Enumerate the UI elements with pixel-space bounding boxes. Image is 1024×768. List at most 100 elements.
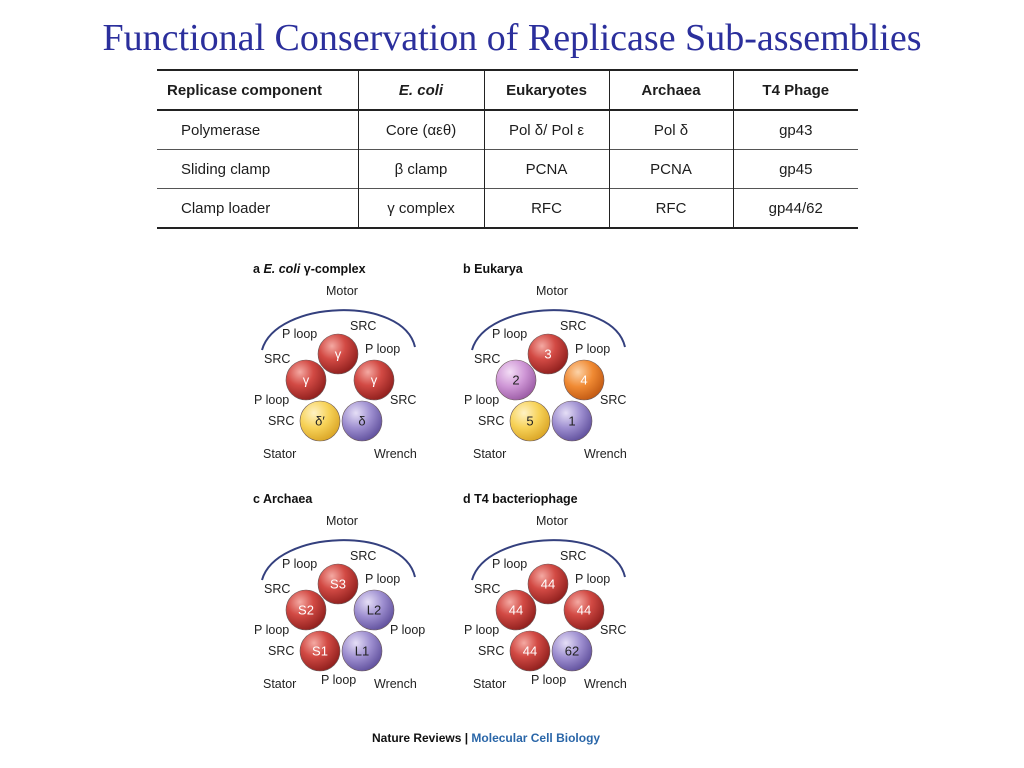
site-label: P loop	[254, 393, 289, 407]
site-label: SRC	[350, 319, 376, 333]
subunit-circle	[551, 630, 593, 672]
cell-eukaryotes: PCNA	[484, 149, 610, 189]
subunit-circle	[551, 400, 593, 442]
site-label: P loop	[575, 572, 610, 586]
cell-archaea: Pol δ	[609, 110, 734, 150]
site-label: SRC	[264, 582, 290, 596]
slide-title: Functional Conservation of Replicase Sub…	[102, 17, 922, 59]
subunit-label: L2	[367, 603, 381, 618]
site-label: P loop	[365, 572, 400, 586]
motor-label: Motor	[536, 514, 568, 528]
subunit-label: 3	[544, 347, 551, 362]
header-replicase-component: Replicase component	[157, 70, 359, 110]
subunit-circle	[353, 589, 395, 631]
subunit-label: 62	[565, 644, 579, 659]
panel-title-text: T4 bacteriophage	[474, 492, 578, 506]
header-eukaryotes: Eukaryotes	[484, 70, 610, 110]
subunit-label: 1	[568, 414, 575, 429]
motor-label: Motor	[326, 284, 358, 298]
site-label: SRC	[268, 644, 294, 658]
site-label: P loop	[492, 557, 527, 571]
cell-eukaryotes: Pol δ/ Pol ε	[484, 110, 610, 150]
cell-archaea: RFC	[609, 188, 734, 228]
subunit-circle	[495, 359, 537, 401]
stator-label: Stator	[473, 677, 506, 691]
site-label: P loop	[321, 673, 356, 687]
subunit-label: γ	[371, 373, 378, 388]
table-row: Sliding clamp β clamp PCNA PCNA gp45	[157, 149, 858, 189]
cell-t4-phage: gp44/62	[768, 199, 823, 217]
site-label: P loop	[464, 393, 499, 407]
subunit-circle	[353, 359, 395, 401]
subunit-circle	[563, 589, 605, 631]
credit-journal: Molecular Cell Biology	[471, 731, 601, 745]
site-label: P loop	[365, 342, 400, 356]
cell-t4-phage: gp45	[779, 160, 813, 178]
cell-t4-phage: gp43	[779, 121, 813, 139]
cell-component: Polymerase	[157, 110, 359, 150]
site-label: SRC	[474, 582, 500, 596]
wrench-label: Wrench	[374, 677, 417, 691]
subunit-label: S1	[312, 644, 328, 659]
site-label: P loop	[531, 673, 566, 687]
subunit-circle	[285, 359, 327, 401]
panel-title-text: Eukarya	[474, 262, 524, 276]
subunit-circle	[563, 359, 605, 401]
subunit-circle	[495, 589, 537, 631]
panel-letter: a	[253, 262, 263, 276]
subunit-label: S2	[298, 603, 314, 618]
site-label: SRC	[478, 644, 504, 658]
panel-letter: d	[463, 492, 474, 506]
figure-credit: Nature Reviews | Molecular Cell Biology	[372, 731, 600, 745]
stator-label: Stator	[263, 447, 296, 461]
header-t4-phage: T4 Phage	[762, 81, 830, 99]
subunit-label: 44	[541, 577, 555, 592]
subunit-label: 5	[526, 414, 533, 429]
subunit-circle	[341, 400, 383, 442]
site-label: P loop	[282, 327, 317, 341]
motor-arc	[471, 539, 626, 581]
subunit-circle	[509, 400, 551, 442]
subunit-circle	[527, 563, 569, 605]
cell-component: Clamp loader	[157, 188, 359, 228]
site-label: P loop	[464, 623, 499, 637]
subunit-label: δ	[358, 414, 365, 429]
subunit-circle	[527, 333, 569, 375]
motor-arc	[471, 309, 626, 351]
subunit-label: L1	[355, 644, 369, 659]
cell-e-coli: Core (αεθ)	[358, 110, 485, 150]
subunit-label: 2	[512, 373, 519, 388]
cell-e-coli: γ complex	[358, 188, 485, 228]
site-label: P loop	[282, 557, 317, 571]
subunit-circle	[317, 333, 359, 375]
subunit-label: γ	[335, 347, 342, 362]
stator-label: Stator	[263, 677, 296, 691]
cell-component: Sliding clamp	[157, 149, 359, 189]
subunit-label: δ′	[315, 414, 325, 429]
subunit-label: γ	[303, 373, 310, 388]
site-label: SRC	[268, 414, 294, 428]
credit-separator: |	[461, 731, 472, 745]
site-label: SRC	[478, 414, 504, 428]
wrench-label: Wrench	[584, 677, 627, 691]
table-row: Polymerase Core (αεθ) Pol δ/ Pol ε Pol δ…	[157, 110, 858, 150]
subunit-label: 44	[509, 603, 523, 618]
subunit-circle	[285, 589, 327, 631]
subunit-label: 44	[523, 644, 537, 659]
site-label: P loop	[492, 327, 527, 341]
credit-source: Nature Reviews	[372, 731, 462, 745]
cell-eukaryotes: RFC	[484, 188, 610, 228]
motor-label: Motor	[326, 514, 358, 528]
wrench-label: Wrench	[374, 447, 417, 461]
panel-title-a: a E. coli γ-complex	[253, 262, 366, 276]
panel-title-text: γ-complex	[300, 262, 365, 276]
cell-archaea: PCNA	[609, 149, 734, 189]
site-label: P loop	[390, 623, 425, 637]
subunit-label: 44	[577, 603, 591, 618]
panel-title-b: b Eukarya	[463, 262, 524, 276]
site-label: SRC	[560, 549, 586, 563]
site-label: P loop	[254, 623, 289, 637]
